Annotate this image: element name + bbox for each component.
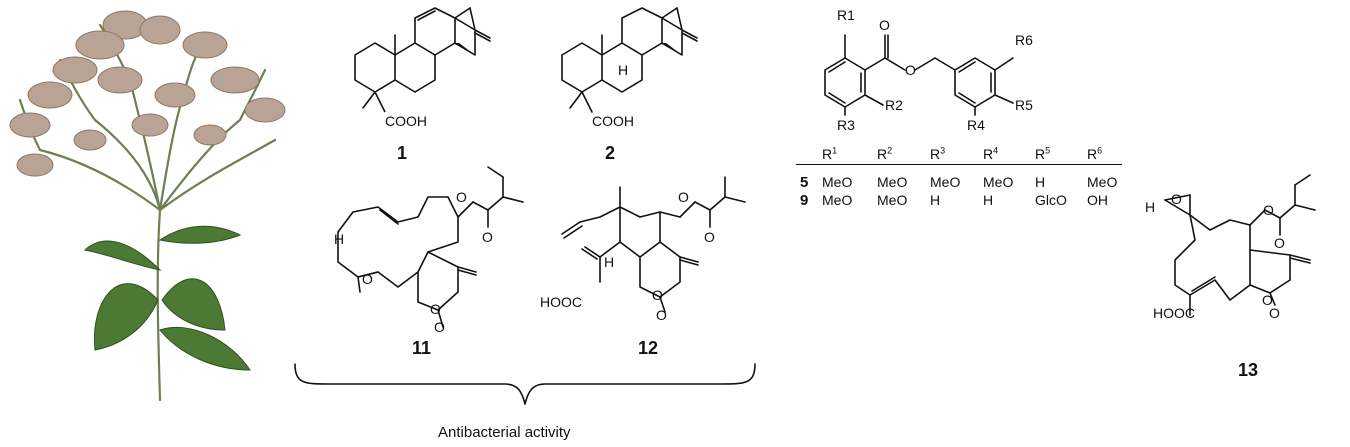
row-id-9: 9 bbox=[800, 192, 809, 209]
header-r4: R4 bbox=[983, 145, 999, 162]
cooh-label: COOH bbox=[385, 113, 427, 129]
h-label: H bbox=[1145, 199, 1155, 215]
r5-label: R5 bbox=[1015, 97, 1033, 113]
r2-label: R2 bbox=[885, 97, 903, 113]
o-label: O bbox=[656, 307, 667, 323]
grouping-brace bbox=[294, 363, 756, 405]
structure-compound-1: COOH bbox=[354, 7, 491, 129]
structure-compound-13: H O HOOC O O O O bbox=[1145, 174, 1316, 321]
hooc-label: HOOC bbox=[1153, 305, 1195, 321]
o-label: O bbox=[1171, 191, 1182, 207]
o-label: O bbox=[1274, 235, 1285, 251]
compound-label-2: 2 bbox=[605, 143, 616, 163]
header-r6: R6 bbox=[1087, 145, 1103, 162]
r4-label: R4 bbox=[967, 117, 985, 133]
r1-label: R1 bbox=[837, 7, 855, 23]
header-r3: R3 bbox=[930, 145, 946, 162]
table-rule bbox=[796, 164, 1122, 166]
h-label: H bbox=[334, 231, 344, 247]
cell: H bbox=[983, 192, 994, 208]
compound-label-13: 13 bbox=[1238, 360, 1259, 380]
cooh-label: COOH bbox=[592, 113, 634, 129]
o-label: O bbox=[430, 301, 441, 317]
cell: MeO bbox=[822, 192, 853, 208]
h-label: H bbox=[604, 254, 614, 270]
plant-illustration bbox=[9, 10, 286, 402]
cell: MeO bbox=[877, 192, 908, 208]
o-label: O bbox=[482, 229, 493, 245]
cell: MeO bbox=[877, 174, 908, 190]
cell: MeO bbox=[822, 174, 853, 190]
structure-benzoate-scaffold: O O R1 R2 R3 R4 R5 R6 bbox=[824, 7, 1033, 133]
cell: H bbox=[1035, 174, 1046, 190]
carbonyl-o-label: O bbox=[879, 17, 890, 33]
ester-o-label: O bbox=[905, 62, 916, 78]
o-label: O bbox=[1262, 292, 1273, 308]
h-label: H bbox=[618, 62, 628, 78]
o-label: O bbox=[1269, 305, 1280, 321]
r6-label: R6 bbox=[1015, 32, 1033, 48]
o-label: O bbox=[652, 287, 663, 303]
compound-label-1: 1 bbox=[397, 143, 408, 163]
structure-compound-2: H COOH bbox=[561, 7, 698, 129]
cell: OH bbox=[1087, 192, 1108, 208]
o-label: O bbox=[704, 229, 715, 245]
header-r1: R1 bbox=[822, 145, 838, 162]
o-label: O bbox=[434, 319, 445, 335]
o-label: O bbox=[678, 189, 689, 205]
compound-label-12: 12 bbox=[638, 338, 659, 358]
cell: MeO bbox=[930, 174, 961, 190]
o-label: O bbox=[362, 271, 373, 287]
header-r2: R2 bbox=[877, 145, 893, 162]
row-id-5: 5 bbox=[800, 174, 809, 191]
structure-compound-11: H O O O O O bbox=[334, 166, 524, 335]
r3-label: R3 bbox=[837, 117, 855, 133]
cell: H bbox=[930, 192, 941, 208]
cell: GlcO bbox=[1035, 192, 1067, 208]
brace-caption: Antibacterial activity bbox=[438, 424, 571, 441]
cell: MeO bbox=[1087, 174, 1118, 190]
hooc-label: HOOC bbox=[540, 294, 582, 310]
header-r5: R5 bbox=[1035, 145, 1051, 162]
compound-label-11: 11 bbox=[412, 338, 432, 358]
o-label: O bbox=[1263, 202, 1274, 218]
structure-compound-12: HOOC H O O O O bbox=[540, 176, 746, 323]
o-label: O bbox=[456, 189, 467, 205]
cell: MeO bbox=[983, 174, 1014, 190]
